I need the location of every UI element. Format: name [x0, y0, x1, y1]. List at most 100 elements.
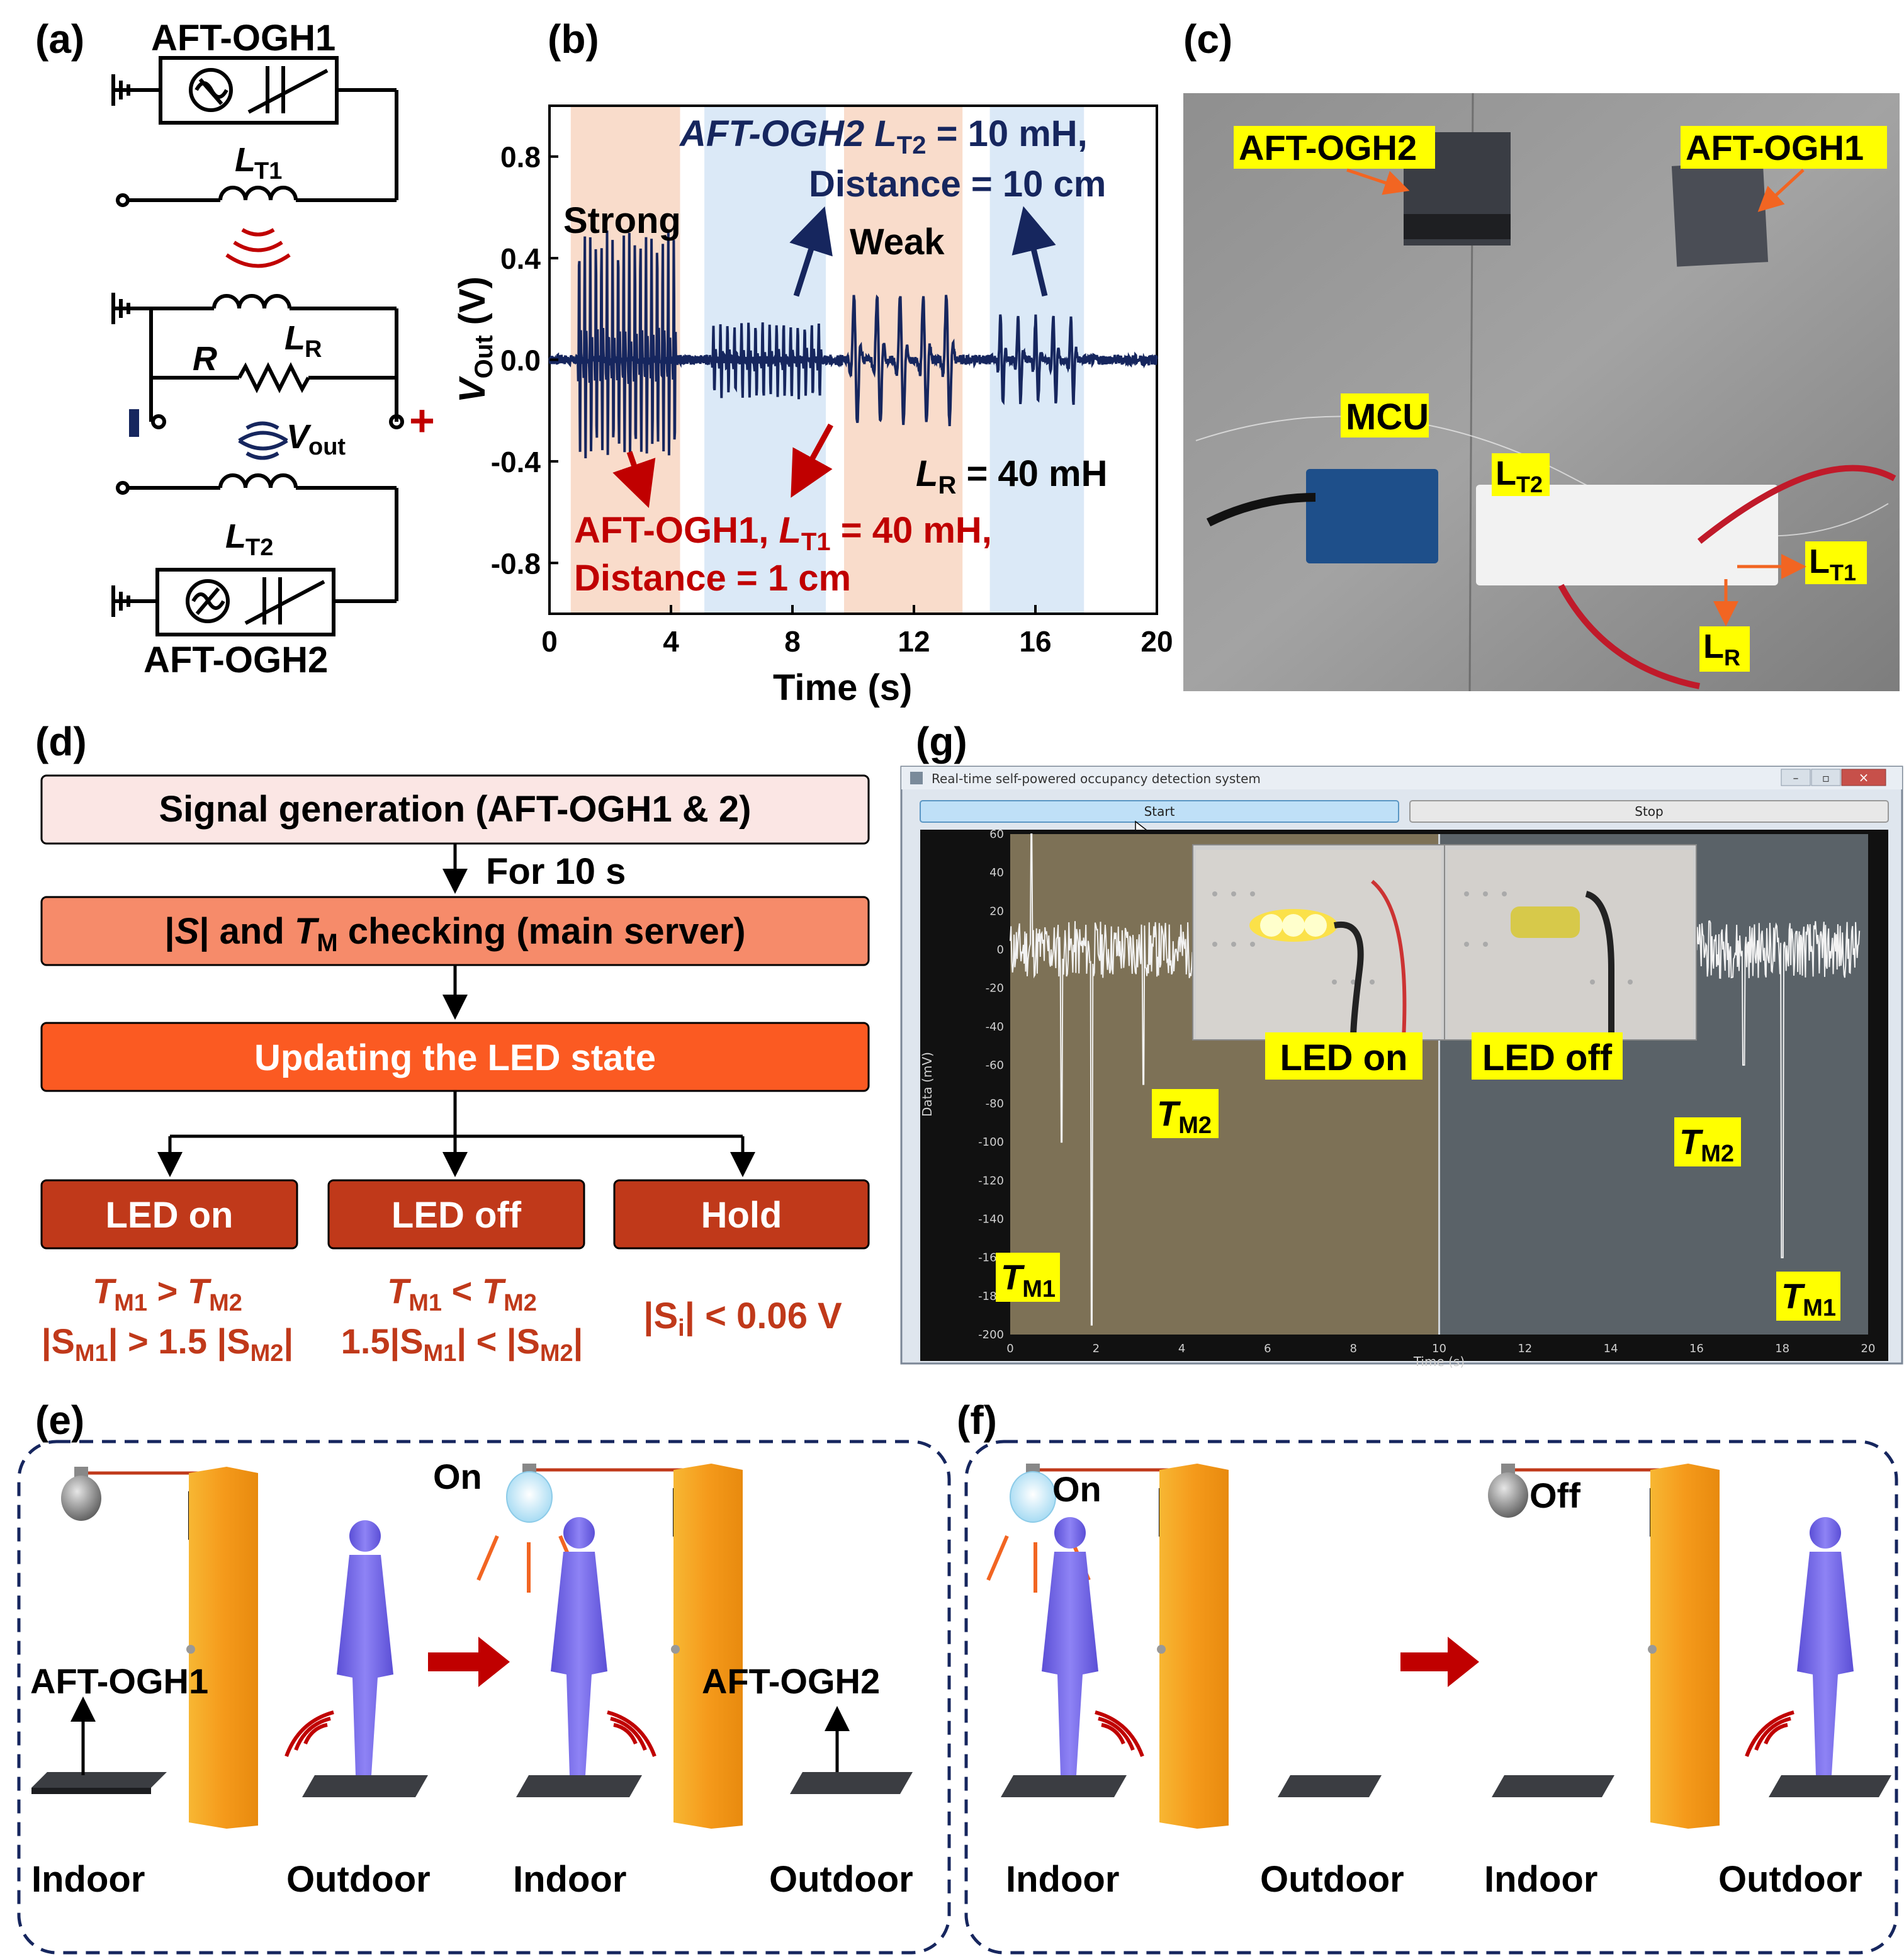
- y-tick-label-2: 0.0: [500, 344, 541, 377]
- lt2-label-bg: [1492, 453, 1550, 496]
- tm1-left: TM1: [1001, 1257, 1056, 1302]
- tm2-right: TM2: [1679, 1122, 1734, 1167]
- g-y-tick-label-3: 0: [997, 943, 1004, 956]
- panel-a-letter: (a): [35, 16, 84, 62]
- e-outdoor-1: Outdoor: [286, 1859, 431, 1900]
- lt1-L: L: [235, 141, 256, 179]
- weak-label: Weak: [850, 222, 945, 263]
- f1-door-knob: [1157, 1645, 1166, 1654]
- x-tick-label-0: 0: [541, 625, 558, 658]
- flow-led-on: LED on: [106, 1195, 234, 1236]
- e2-door: [673, 1464, 743, 1829]
- wire-white: [1195, 415, 1889, 537]
- x-tick-label-3: 12: [898, 625, 930, 658]
- g-y-tick-label-10: -140: [978, 1213, 1004, 1226]
- flow-branch-lines: [157, 1091, 755, 1177]
- panel-e-letter: (e): [35, 1397, 84, 1443]
- panel-e-scene: (e) AFT-OGH1 On: [17, 1397, 951, 1955]
- concrete-floor: [1183, 93, 1900, 691]
- e1-person-icon: [337, 1520, 393, 1775]
- minus-terminal: [129, 409, 139, 437]
- start-button[interactable]: [920, 800, 1399, 823]
- ogh1-photo-label-bg: [1681, 126, 1887, 169]
- cond-on-1: TM1 > TM2: [93, 1271, 242, 1316]
- x-axis-label: Time (s): [773, 667, 912, 708]
- cond-off-1: TM1 < TM2: [387, 1271, 537, 1316]
- panel-c-letter: (c): [1183, 16, 1232, 62]
- tm1-right: TM1: [1781, 1276, 1836, 1321]
- g-x-tick-label-2: 4: [1178, 1342, 1185, 1355]
- receiver-coil: [111, 293, 404, 429]
- e1-bulb-off-icon: [61, 1476, 101, 1521]
- start-button-label: Start: [1144, 804, 1175, 819]
- e1-ogh1-label: AFT-OGH1: [30, 1661, 208, 1701]
- flow-box-hold: [613, 1179, 870, 1250]
- panel-g-app: (g) Real-time self-powered occupancy det…: [900, 719, 1903, 1369]
- maximize-icon: ▫: [1822, 772, 1830, 785]
- wireless-icon-red: [225, 228, 291, 268]
- arrow-ogh1-photo: [1757, 169, 1805, 212]
- stop-button[interactable]: [1409, 800, 1889, 823]
- strong-label: Strong: [563, 200, 681, 241]
- minimize-button[interactable]: [1781, 769, 1811, 786]
- y-tick-label-0: -0.8: [491, 547, 541, 580]
- led-off-photo-content: [1448, 850, 1693, 1039]
- lr-annotation: LR = 40 mH: [916, 453, 1108, 499]
- app-titlebar: [901, 767, 1902, 789]
- f1-door: [1159, 1464, 1229, 1829]
- f1-on-label: On: [1052, 1469, 1101, 1509]
- red-wire: [1697, 465, 1896, 544]
- e2-signal-icon: [607, 1710, 656, 1758]
- x-tick-label-5: 20: [1141, 625, 1173, 658]
- dist2-annotation: Distance = 10 cm: [809, 164, 1106, 205]
- usb-cable: [1206, 493, 1316, 527]
- dist1-annotation: Distance = 1 cm: [574, 558, 851, 599]
- mcu-label-bg: [1341, 393, 1429, 438]
- f2-bulb-off-icon: [1488, 1472, 1528, 1518]
- e2-ogh2-label: AFT-OGH2: [702, 1661, 880, 1701]
- resistor-R: R: [193, 340, 217, 378]
- plus-terminal: +: [409, 396, 435, 445]
- f2-person-icon: [1797, 1517, 1854, 1775]
- lr-photo-label: LR: [1703, 628, 1740, 670]
- g-y-tick-label-2: 20: [989, 905, 1004, 918]
- g-x-tick-label-8: 16: [1689, 1342, 1704, 1355]
- f1-bulb-on-icon: [1010, 1471, 1056, 1523]
- g-y-tick-label-0: 60: [989, 828, 1004, 841]
- ogh2-annotation: AFT-OGH2 LT2 = 10 mH,: [679, 113, 1088, 159]
- lt2-photo-label: LT2: [1496, 454, 1543, 497]
- cond-hold: |Si| < 0.06 V: [643, 1296, 842, 1341]
- f-transition-arrow: [1400, 1637, 1479, 1687]
- x-tick-label-1: 4: [663, 625, 679, 658]
- e2-person-icon: [551, 1517, 607, 1775]
- circuit-ogh1-label: AFT-OGH1: [151, 18, 335, 59]
- close-button[interactable]: [1841, 769, 1886, 786]
- lt2-L: L: [225, 517, 246, 555]
- led-on-label-bg: [1265, 1032, 1422, 1080]
- flow-check-text: |S| and TM checking (main server): [164, 911, 745, 957]
- e1-door: [189, 1467, 258, 1829]
- e2-door-knob: [671, 1645, 680, 1654]
- x-tick-label-4: 16: [1019, 625, 1051, 658]
- f-outdoor-2: Outdoor: [1718, 1859, 1862, 1900]
- f2-door-knob: [1648, 1645, 1657, 1654]
- e-indoor-1: Indoor: [31, 1859, 145, 1900]
- flow-for10: For 10 s: [486, 851, 626, 892]
- maximize-button[interactable]: [1811, 769, 1841, 786]
- e1-door-knob: [186, 1645, 195, 1654]
- stop-button-label: Stop: [1635, 804, 1663, 819]
- panel-d-letter: (d): [35, 719, 87, 764]
- ogh2-photo-label-bg: [1234, 126, 1435, 169]
- e-outdoor-2: Outdoor: [769, 1859, 913, 1900]
- panel-b-letter: (b): [548, 16, 599, 62]
- panel-f-frame: [964, 1440, 1898, 1955]
- led-on-inset-label: LED on: [1280, 1037, 1408, 1078]
- f1-person-icon: [1042, 1517, 1098, 1775]
- wireless-icon-navy: [238, 421, 288, 460]
- tm1-right-bg: [1776, 1272, 1840, 1321]
- tm2-left: TM2: [1157, 1093, 1212, 1139]
- tm1-left-bg: [996, 1253, 1060, 1302]
